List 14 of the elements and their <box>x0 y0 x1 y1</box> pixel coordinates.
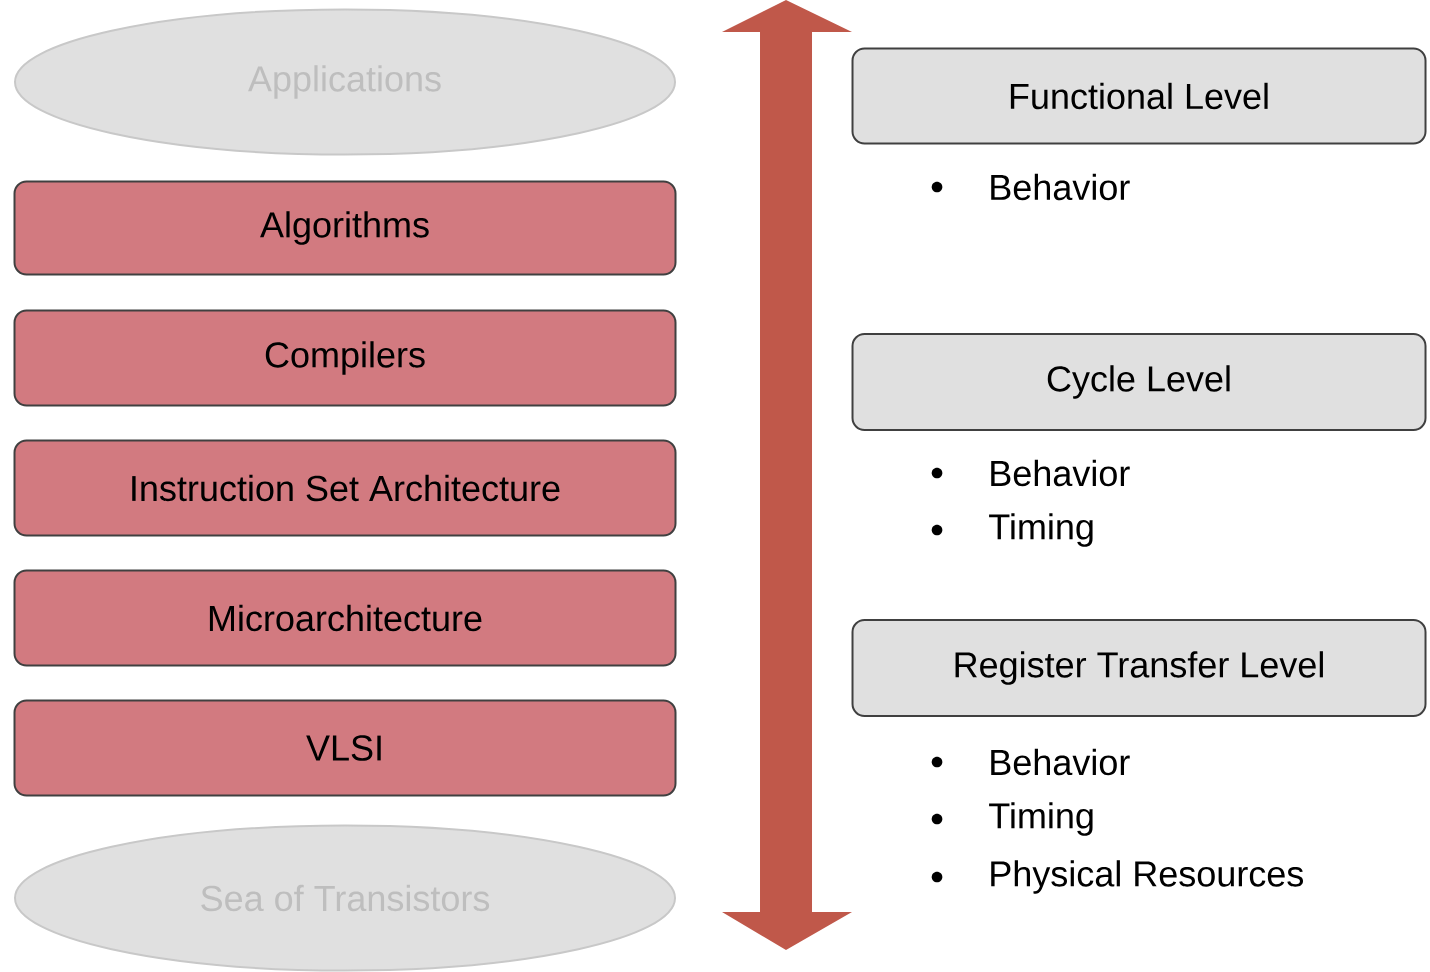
layer-box: Compilers <box>13 309 677 407</box>
bullet-item: Physical Resources <box>931 860 1304 894</box>
layer-box: VLSI <box>13 699 677 797</box>
bullet-item: Behavior <box>931 748 1130 776</box>
level-box: Cycle Level <box>851 333 1427 431</box>
bullet-item: Timing <box>931 802 1093 836</box>
level-box: Functional Level <box>851 47 1427 145</box>
bullet-item: Timing <box>931 513 1093 547</box>
layer-box: Algorithms <box>13 180 677 276</box>
level-box: Register Transfer Level <box>851 619 1427 717</box>
bullet-item: Behavior <box>931 173 1130 201</box>
bullet-item: Behavior <box>931 459 1130 487</box>
layer-box: Microarchitecture <box>13 569 677 667</box>
layer-box: Instruction Set Architecture <box>13 439 677 537</box>
